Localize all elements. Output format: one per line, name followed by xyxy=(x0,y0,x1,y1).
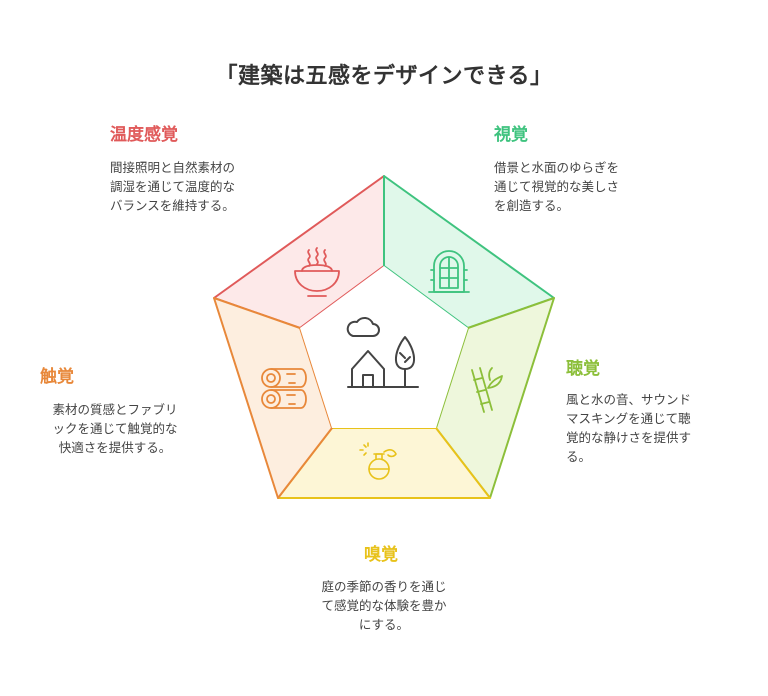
soup-bowl-icon xyxy=(294,247,340,297)
hearing-description: 風と水の音、サウンド マスキングを通じて聴 覚的な静けさを提供す る。 xyxy=(566,392,692,464)
sight-description: 借景と水面のゆらぎを 通じて視覚的な美しさ を創造する。 xyxy=(494,160,620,213)
smell-description: 庭の季節の香りを通じ て感覚的な体験を豊か にする。 xyxy=(321,579,447,632)
perfume-bottle-icon xyxy=(359,442,397,480)
bamboo-icon xyxy=(471,367,503,413)
temperature-title: 温度感覚 xyxy=(110,125,178,145)
center-pentagon xyxy=(300,266,468,428)
touch-title: 触覚 xyxy=(40,367,74,387)
wood-logs-icon xyxy=(261,368,307,409)
touch-description: 素材の質感とファブリ ックを通じて触覚的な 快適さを提供する。 xyxy=(52,402,178,455)
temperature-description: 間接照明と自然素材の 調湿を通じて温度的な バランスを維持する。 xyxy=(110,160,236,213)
window-icon xyxy=(428,250,470,293)
house-and-tree-icon xyxy=(346,317,419,388)
hearing-title: 聴覚 xyxy=(566,359,600,379)
sight-title: 視覚 xyxy=(494,125,528,145)
smell-title: 嗅覚 xyxy=(364,545,398,565)
page-title: 「建築は五感をデザインできる」 xyxy=(215,64,553,89)
